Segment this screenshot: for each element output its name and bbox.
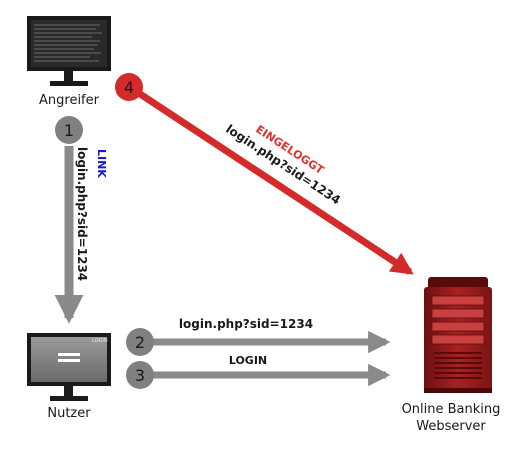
step3-text: LOGIN [229,354,267,367]
step2-text: login.php?sid=1234 [179,317,313,331]
step1-keyword: LINK [95,149,108,178]
attacker-label: Angreifer [39,93,100,108]
step-number-2: 2 [135,333,145,352]
step-badge-4: 4 [115,73,143,101]
step-number-1: 1 [64,121,74,140]
server-label-line1: Online Banking [402,402,501,417]
user-label: Nutzer [47,406,91,421]
server-label-line2: Webserver [416,419,486,434]
step-number-4: 4 [124,78,134,97]
step1-text: login.php?sid=1234 [75,147,89,281]
attacker-monitor-icon [27,16,111,86]
server-tower-icon [424,277,492,393]
user-monitor-icon [27,333,111,401]
user-screen-title: LOGIN [92,338,108,344]
step-badge-2: 2 [126,328,154,356]
step-number-3: 3 [135,366,145,385]
step-badge-3: 3 [126,361,154,389]
step-badge-1: 1 [55,116,83,144]
arrow-step4 [129,85,414,275]
